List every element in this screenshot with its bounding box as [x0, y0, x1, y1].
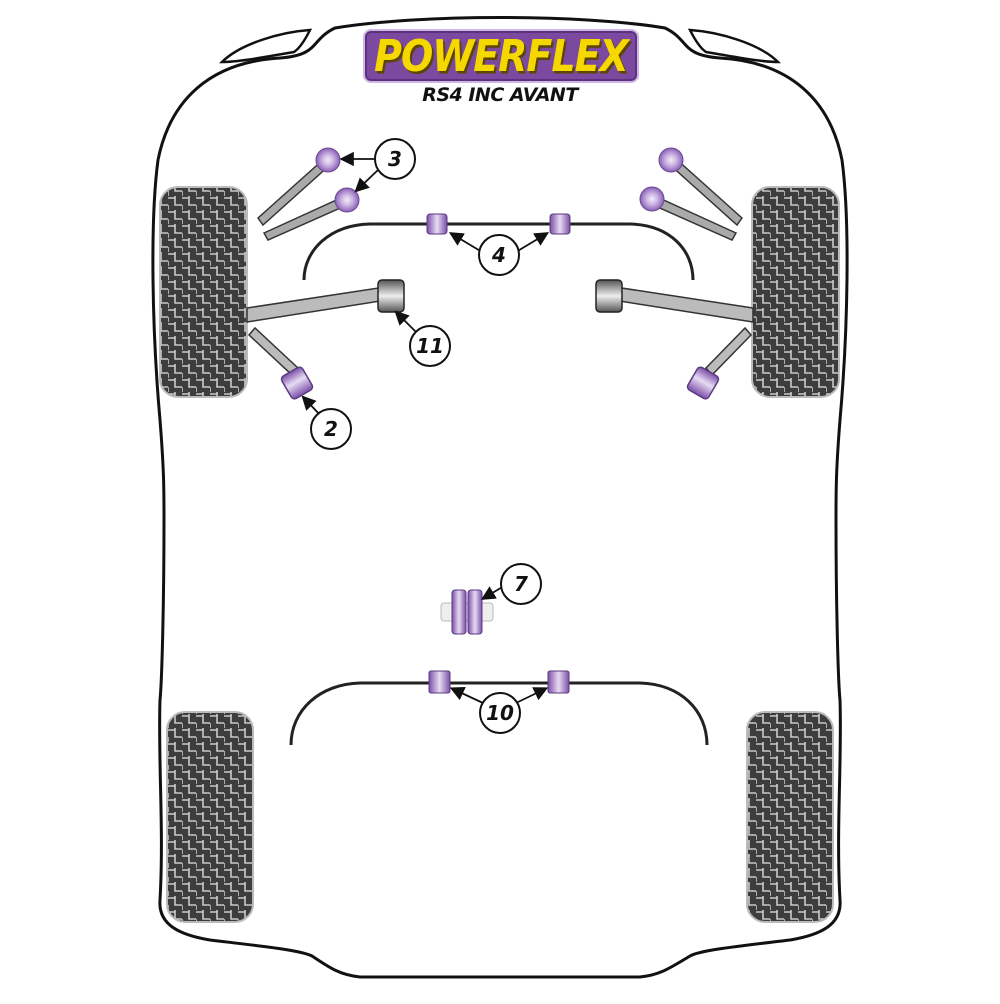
- logo-text: POWERFLEX: [374, 30, 629, 82]
- tyre-rear-left: [166, 711, 254, 923]
- powerflex-logo: POWERFLEX: [363, 29, 639, 83]
- front-arb-bush-right: [549, 213, 571, 235]
- callout-10: 10: [479, 692, 521, 734]
- front-right-lower-arms: [595, 279, 754, 400]
- callout-arrows: [301, 151, 550, 704]
- rear-arb-bush-right: [547, 670, 570, 694]
- tyre-front-right: [751, 186, 840, 398]
- car-body-outline: [151, 16, 849, 979]
- tyre-front-left: [159, 186, 248, 398]
- callout-3: 3: [374, 138, 416, 180]
- callout-2: 2: [310, 408, 352, 450]
- callout-4: 4: [478, 234, 520, 276]
- callout-11: 11: [409, 325, 451, 367]
- model-title: RS4 INC AVANT: [422, 84, 578, 106]
- right-mirror: [687, 28, 782, 64]
- rear-arb-bush-left: [428, 670, 451, 694]
- callout-7: 7: [500, 563, 542, 605]
- front-left-upper-arms: [256, 147, 360, 241]
- front-anti-roll-bar: [302, 222, 695, 281]
- gearbox-mount: [440, 589, 494, 635]
- front-left-lower-arms: [246, 279, 405, 400]
- front-right-upper-arms: [639, 147, 744, 241]
- left-mirror: [218, 28, 313, 64]
- rear-anti-roll-bar: [289, 681, 709, 746]
- tyre-rear-right: [746, 711, 834, 923]
- front-arb-bush-left: [426, 213, 448, 235]
